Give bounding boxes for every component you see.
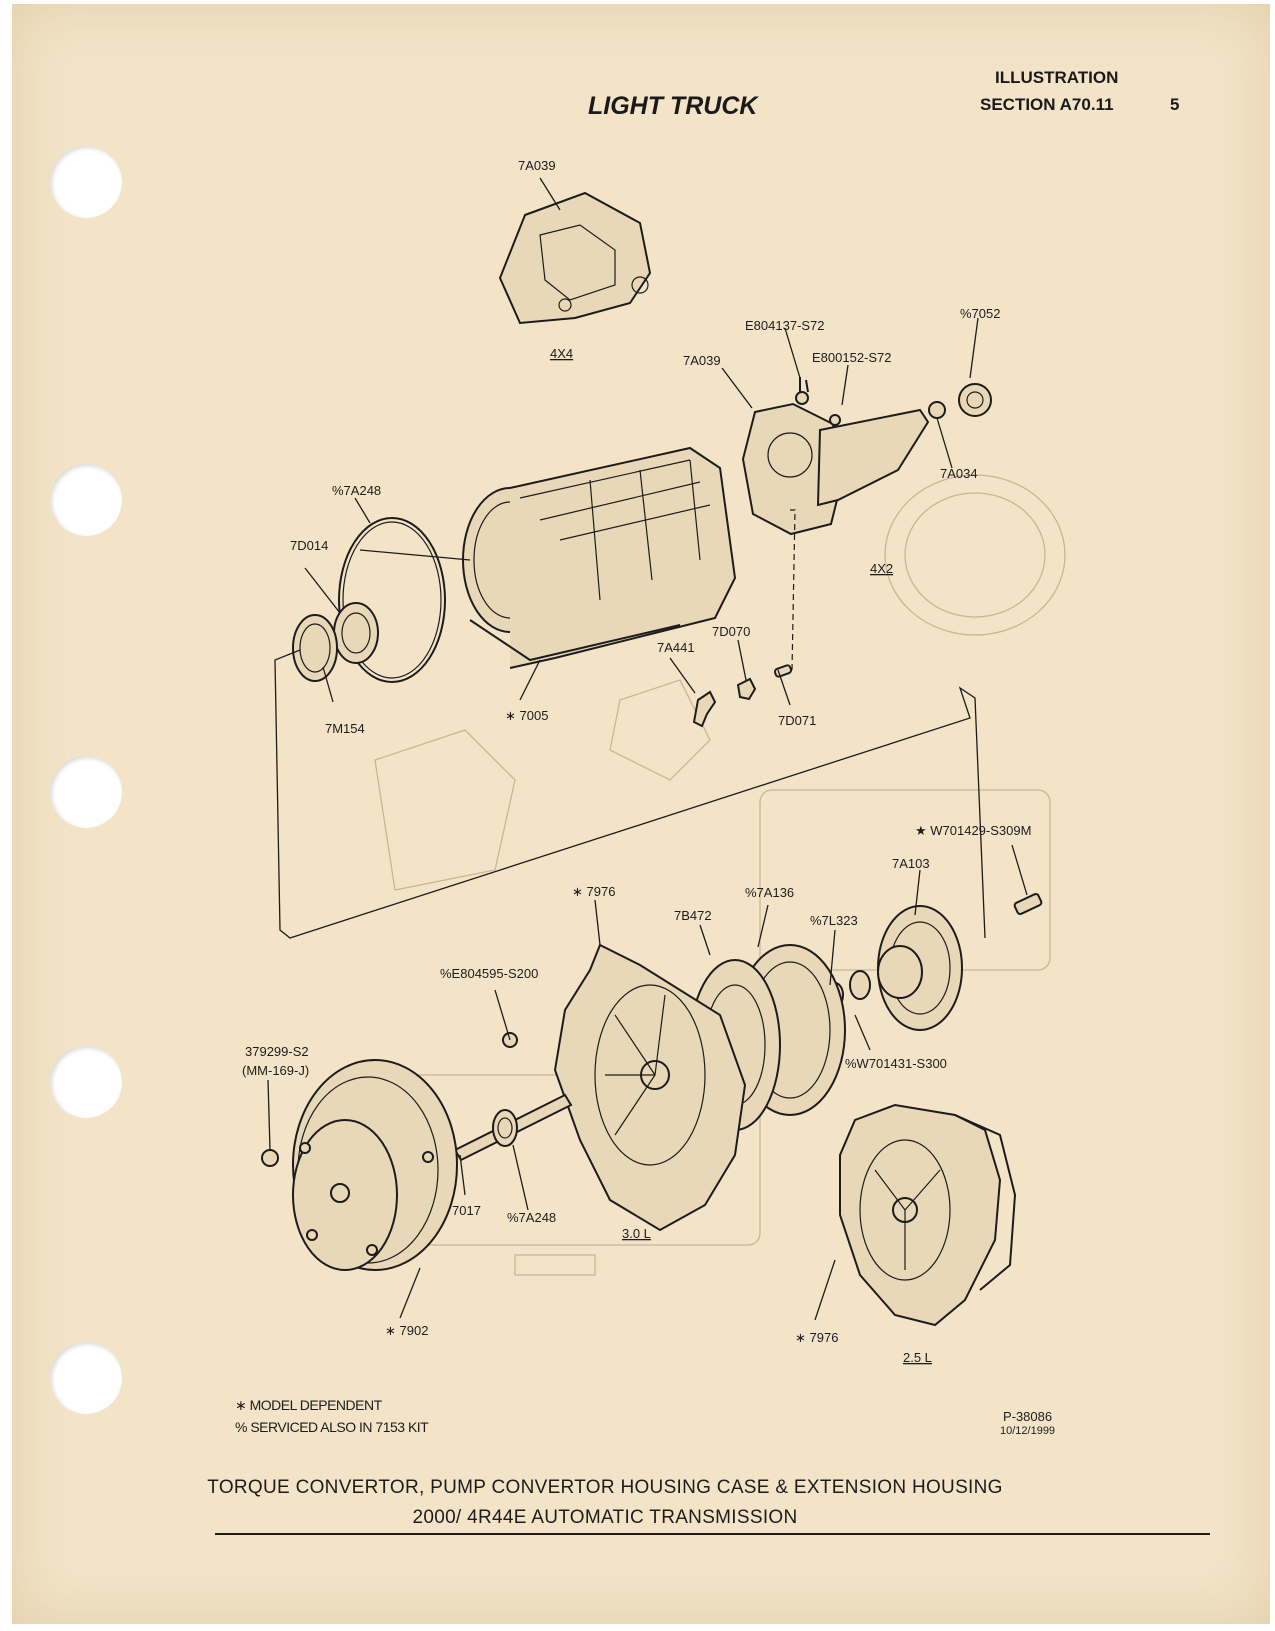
transmission-case xyxy=(359,446,737,669)
binder-hole xyxy=(50,464,122,536)
section-number: SECTION A70.11 xyxy=(980,95,1114,114)
oil-pump xyxy=(826,893,1043,1031)
binder-hole xyxy=(50,756,122,828)
caption-line-1: TORQUE CONVERTOR, PUMP CONVERTOR HOUSING… xyxy=(207,1477,1003,1498)
label-7052: %7052 xyxy=(960,306,1000,321)
label-7976-top: ∗ 7976 xyxy=(572,884,615,899)
binder-hole xyxy=(50,146,122,218)
label-7a034: 7A034 xyxy=(940,466,978,481)
label-379299: 379299-S2 xyxy=(245,1044,309,1059)
legend-model-dependent: ∗ MODEL DEPENDENT xyxy=(235,1397,382,1413)
caption-line-2: 2000/ 4R44E AUTOMATIC TRANSMISSION xyxy=(412,1507,798,1528)
label-7a136: %7A136 xyxy=(745,885,794,900)
label-7a039-top: 7A039 xyxy=(518,158,556,173)
label-7902: ∗ 7902 xyxy=(385,1323,428,1338)
label-2-5l: 2.5 L xyxy=(903,1350,932,1365)
label-7005: ∗ 7005 xyxy=(505,708,548,723)
reference-block: P-38086 10/12/1999 xyxy=(1000,1410,1055,1438)
part-labels: 7A039 4X4 E804137-S72 %7052 E800152-S72 … xyxy=(242,158,1031,1365)
legend-serviced-also: % SERVICED ALSO IN 7153 KIT xyxy=(235,1419,429,1435)
label-7a039-mid: 7A039 xyxy=(683,353,721,368)
label-4x2: 4X2 xyxy=(870,561,893,576)
page-number: 5 xyxy=(1170,95,1180,114)
label-w701431: %W701431-S300 xyxy=(845,1056,947,1071)
label-4x4: 4X4 xyxy=(550,346,573,361)
converter-housing-3-0l xyxy=(502,943,747,1232)
section-label: ILLUSTRATION xyxy=(995,68,1119,87)
reference-number: P-38086 xyxy=(1002,1409,1053,1424)
label-7d014: 7D014 xyxy=(290,538,328,553)
torque-converter xyxy=(261,1059,458,1271)
label-w701429: ★ W701429-S309M xyxy=(915,823,1031,838)
leader-lines xyxy=(267,177,1028,1321)
reference-date: 10/12/1999 xyxy=(1000,1425,1056,1437)
gaskets xyxy=(689,944,846,1131)
label-e804595: %E804595-S200 xyxy=(440,966,538,981)
converter-housing-2-5l xyxy=(839,1103,1017,1327)
label-7976-bottom: ∗ 7976 xyxy=(795,1330,838,1345)
label-7a248-top: %7A248 xyxy=(332,483,381,498)
page-title: LIGHT TRUCK xyxy=(588,92,758,120)
binder-hole xyxy=(50,1342,122,1414)
extension-housing-4x2 xyxy=(741,377,992,536)
label-7m154: 7M154 xyxy=(325,721,365,736)
bottom-rule xyxy=(215,1533,1210,1535)
label-7a441: 7A441 xyxy=(657,640,695,655)
label-7d071: 7D071 xyxy=(778,713,816,728)
label-mm169: (MM-169-J) xyxy=(242,1063,309,1078)
label-7l323: %7L323 xyxy=(810,913,858,928)
label-7a248-bottom: %7A248 xyxy=(507,1210,556,1225)
label-7d070: 7D070 xyxy=(712,624,750,639)
seal-and-gear-parts xyxy=(292,517,446,683)
label-7017: 7017 xyxy=(452,1203,481,1218)
label-e804137: E804137-S72 xyxy=(745,318,825,333)
label-7a103: 7A103 xyxy=(892,856,930,871)
grouping-line xyxy=(274,649,986,939)
binder-hole xyxy=(50,1046,122,1118)
label-3-0l: 3.0 L xyxy=(622,1226,651,1241)
input-shaft-and-seal xyxy=(453,1093,573,1162)
label-e800152: E800152-S72 xyxy=(812,350,892,365)
label-7b472: 7B472 xyxy=(674,908,712,923)
extension-housing-4x4 xyxy=(498,191,652,325)
